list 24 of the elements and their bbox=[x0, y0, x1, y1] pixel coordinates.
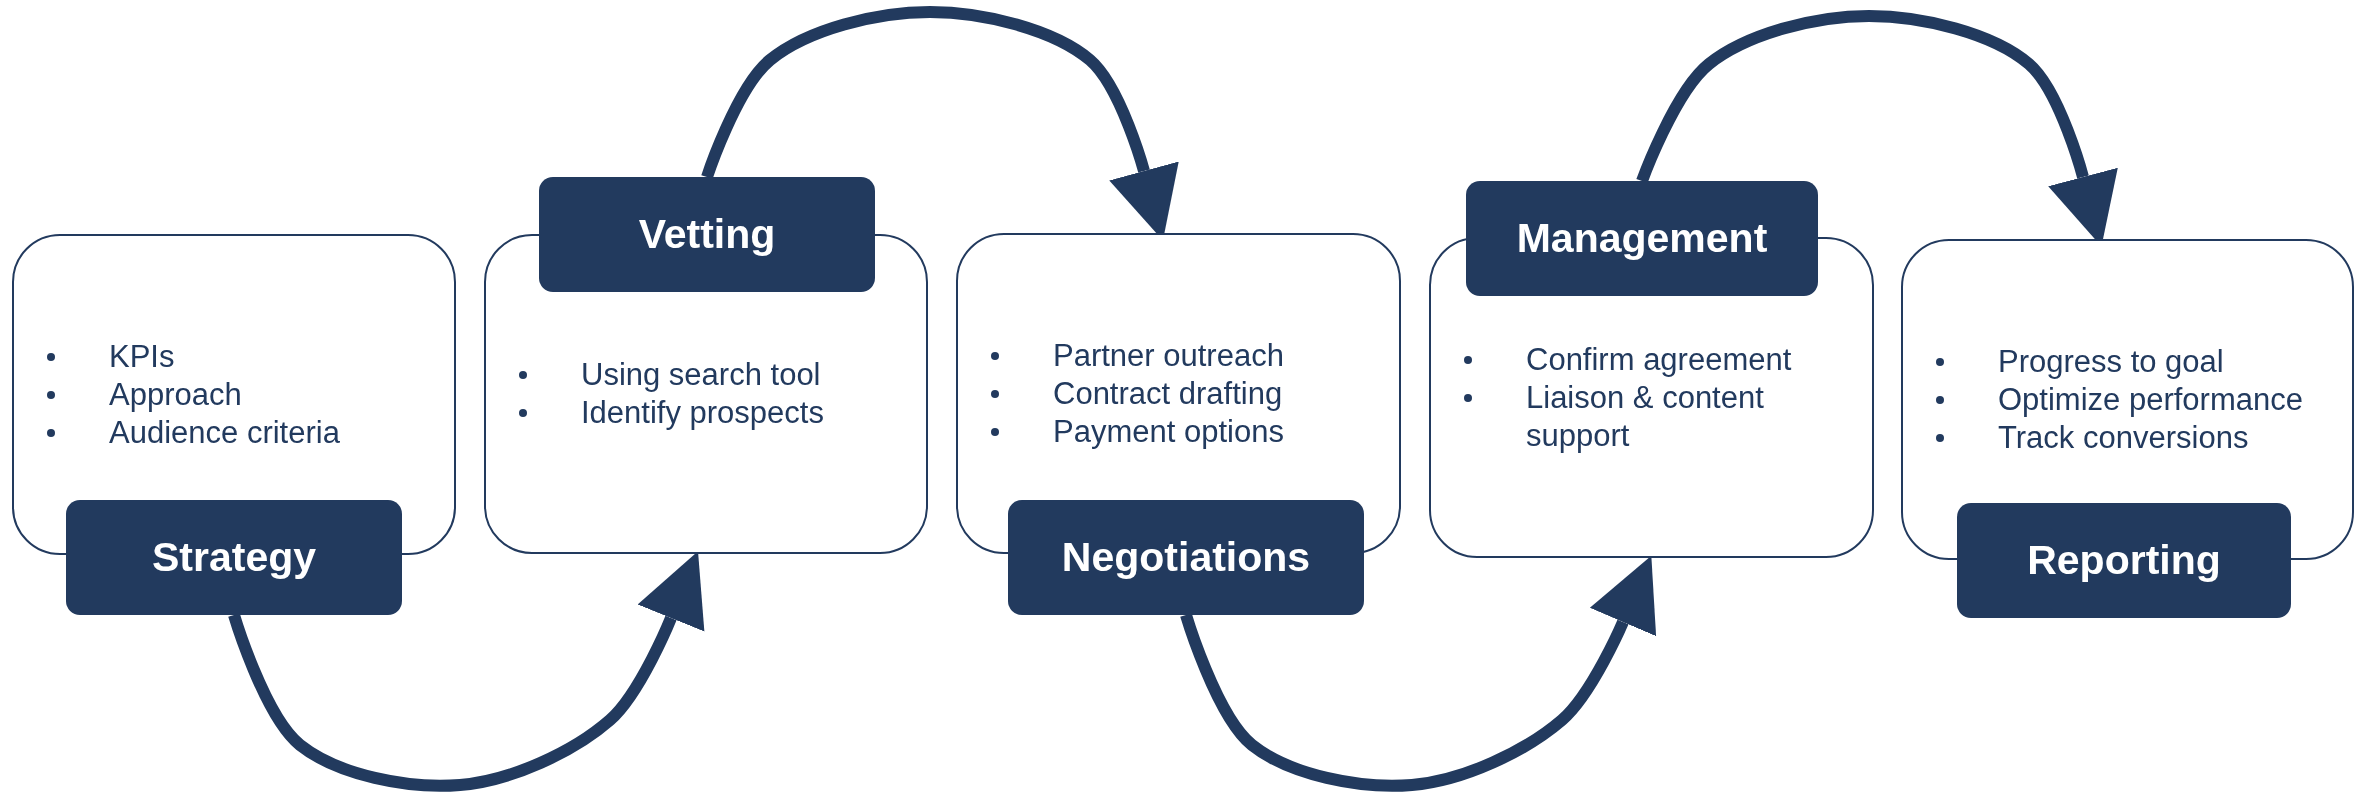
bullet-item: Payment options bbox=[958, 412, 1379, 451]
step-title: Negotiations bbox=[1008, 500, 1364, 615]
bullet-item: Track conversions bbox=[1903, 418, 2332, 457]
curved-arrow bbox=[1180, 556, 1656, 792]
step-title: Reporting bbox=[1957, 503, 2291, 618]
bullet-item: KPIs bbox=[14, 337, 434, 376]
bullet-item: Progress to goal bbox=[1903, 342, 2332, 381]
process-step bbox=[956, 233, 1401, 615]
step-title: Strategy bbox=[66, 500, 402, 615]
process-step bbox=[12, 234, 456, 615]
process-step bbox=[484, 177, 928, 554]
bullet-item: Using search tool bbox=[486, 356, 906, 394]
bullet-item: Optimize performance bbox=[1903, 380, 2332, 419]
process-step bbox=[1901, 239, 2354, 618]
bullet-item: Liaison & content support bbox=[1431, 378, 1852, 455]
bullet-item: Approach bbox=[14, 375, 434, 414]
step-title: Management bbox=[1466, 181, 1818, 296]
bullet-item: Partner outreach bbox=[958, 336, 1379, 375]
bullet-item: Confirm agreement bbox=[1431, 340, 1852, 379]
curved-arrow bbox=[228, 551, 705, 792]
bullet-item: Audience criteria bbox=[14, 413, 434, 452]
bullet-item: Identify prospects bbox=[486, 394, 906, 432]
step-title: Vetting bbox=[539, 177, 875, 292]
bullet-item: Contract drafting bbox=[958, 374, 1379, 413]
